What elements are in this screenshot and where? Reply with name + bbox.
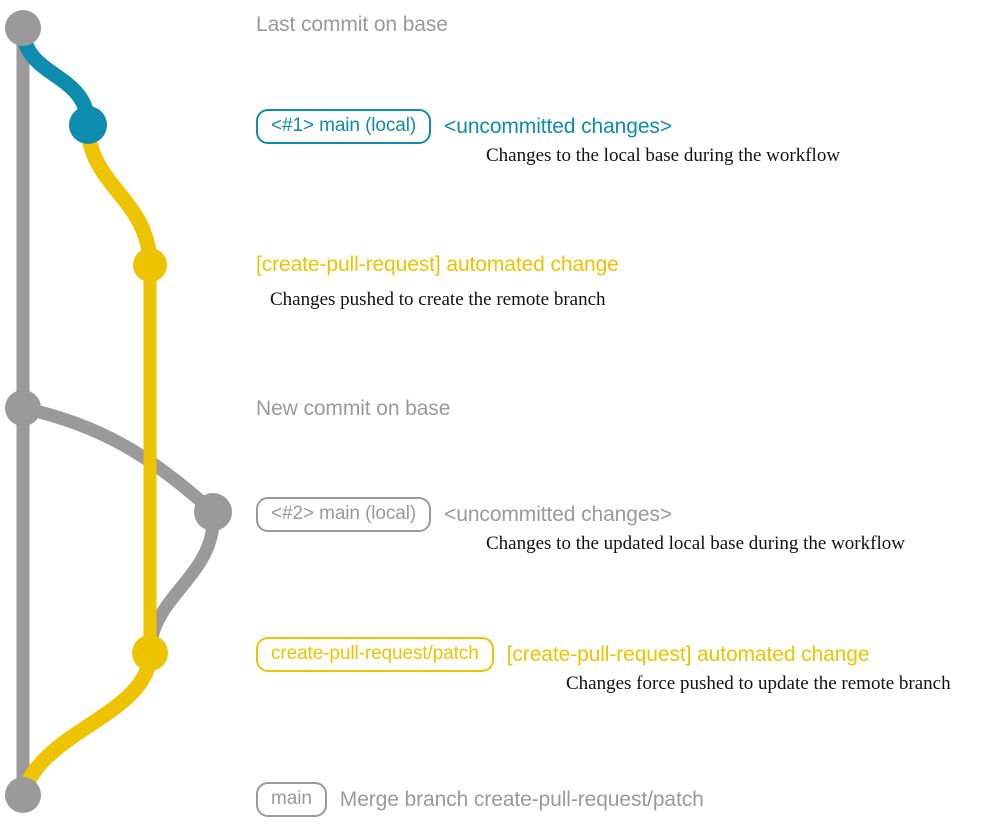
remote-branch-line-1 bbox=[80, 117, 158, 273]
commit-node-remote-2[interactable] bbox=[132, 635, 168, 671]
commit-node-remote-1[interactable] bbox=[133, 248, 167, 282]
commit-node-local-1[interactable] bbox=[69, 106, 107, 144]
base-to-local-merge-line bbox=[16, 401, 220, 519]
commit-subtext-local-1: Changes to the local base during the wor… bbox=[486, 145, 841, 166]
commit-title-last-commit-on-base: Last commit on base bbox=[256, 13, 448, 36]
commit-title-local-1: <uncommitted changes> bbox=[444, 114, 672, 138]
branch-badge-main-local-1[interactable]: <#1> main (local) bbox=[256, 109, 432, 144]
commit-node-base-new[interactable] bbox=[5, 390, 41, 426]
commit-row-merge-commit: main Merge branch create-pull-request/pa… bbox=[256, 782, 704, 817]
commit-row-local-2: <#2> main (local) <uncommitted changes> bbox=[256, 497, 672, 532]
commit-row-new-commit-on-base: New commit on base bbox=[256, 397, 450, 421]
commit-row-automated-change-2: create-pull-request/patch [create-pull-r… bbox=[256, 637, 870, 672]
commit-title-automated-change-1: [create-pull-request] automated change bbox=[256, 253, 619, 276]
branch-badge-main[interactable]: main bbox=[256, 782, 327, 817]
commit-node-local-2[interactable] bbox=[194, 493, 232, 531]
commit-subtext-local-2: Changes to the updated local base during… bbox=[486, 533, 905, 554]
commit-subtext-automated-change-2: Changes force pushed to update the remot… bbox=[566, 673, 951, 694]
branch-badge-create-pull-request-patch[interactable]: create-pull-request/patch bbox=[256, 637, 494, 672]
branch-badge-main-local-2[interactable]: <#2> main (local) bbox=[256, 497, 432, 532]
remote-to-base-merge-line bbox=[15, 645, 158, 803]
commit-row-last-commit-on-base: Last commit on base bbox=[256, 13, 448, 37]
commit-title-merge-commit: Merge branch create-pull-request/patch bbox=[339, 787, 704, 811]
commit-title-automated-change-2: [create-pull-request] automated change bbox=[506, 642, 870, 666]
commit-row-local-1: <#1> main (local) <uncommitted changes> bbox=[256, 109, 672, 144]
commit-node-base-last[interactable] bbox=[5, 10, 41, 46]
commit-title-new-commit-on-base: New commit on base bbox=[256, 397, 451, 420]
commit-subtext-automated-change-1: Changes pushed to create the remote bran… bbox=[270, 289, 606, 310]
commit-row-automated-change-1: [create-pull-request] automated change bbox=[256, 253, 619, 277]
commit-title-local-2: <uncommitted changes> bbox=[444, 502, 672, 526]
commit-node-merge-main[interactable] bbox=[5, 777, 41, 813]
